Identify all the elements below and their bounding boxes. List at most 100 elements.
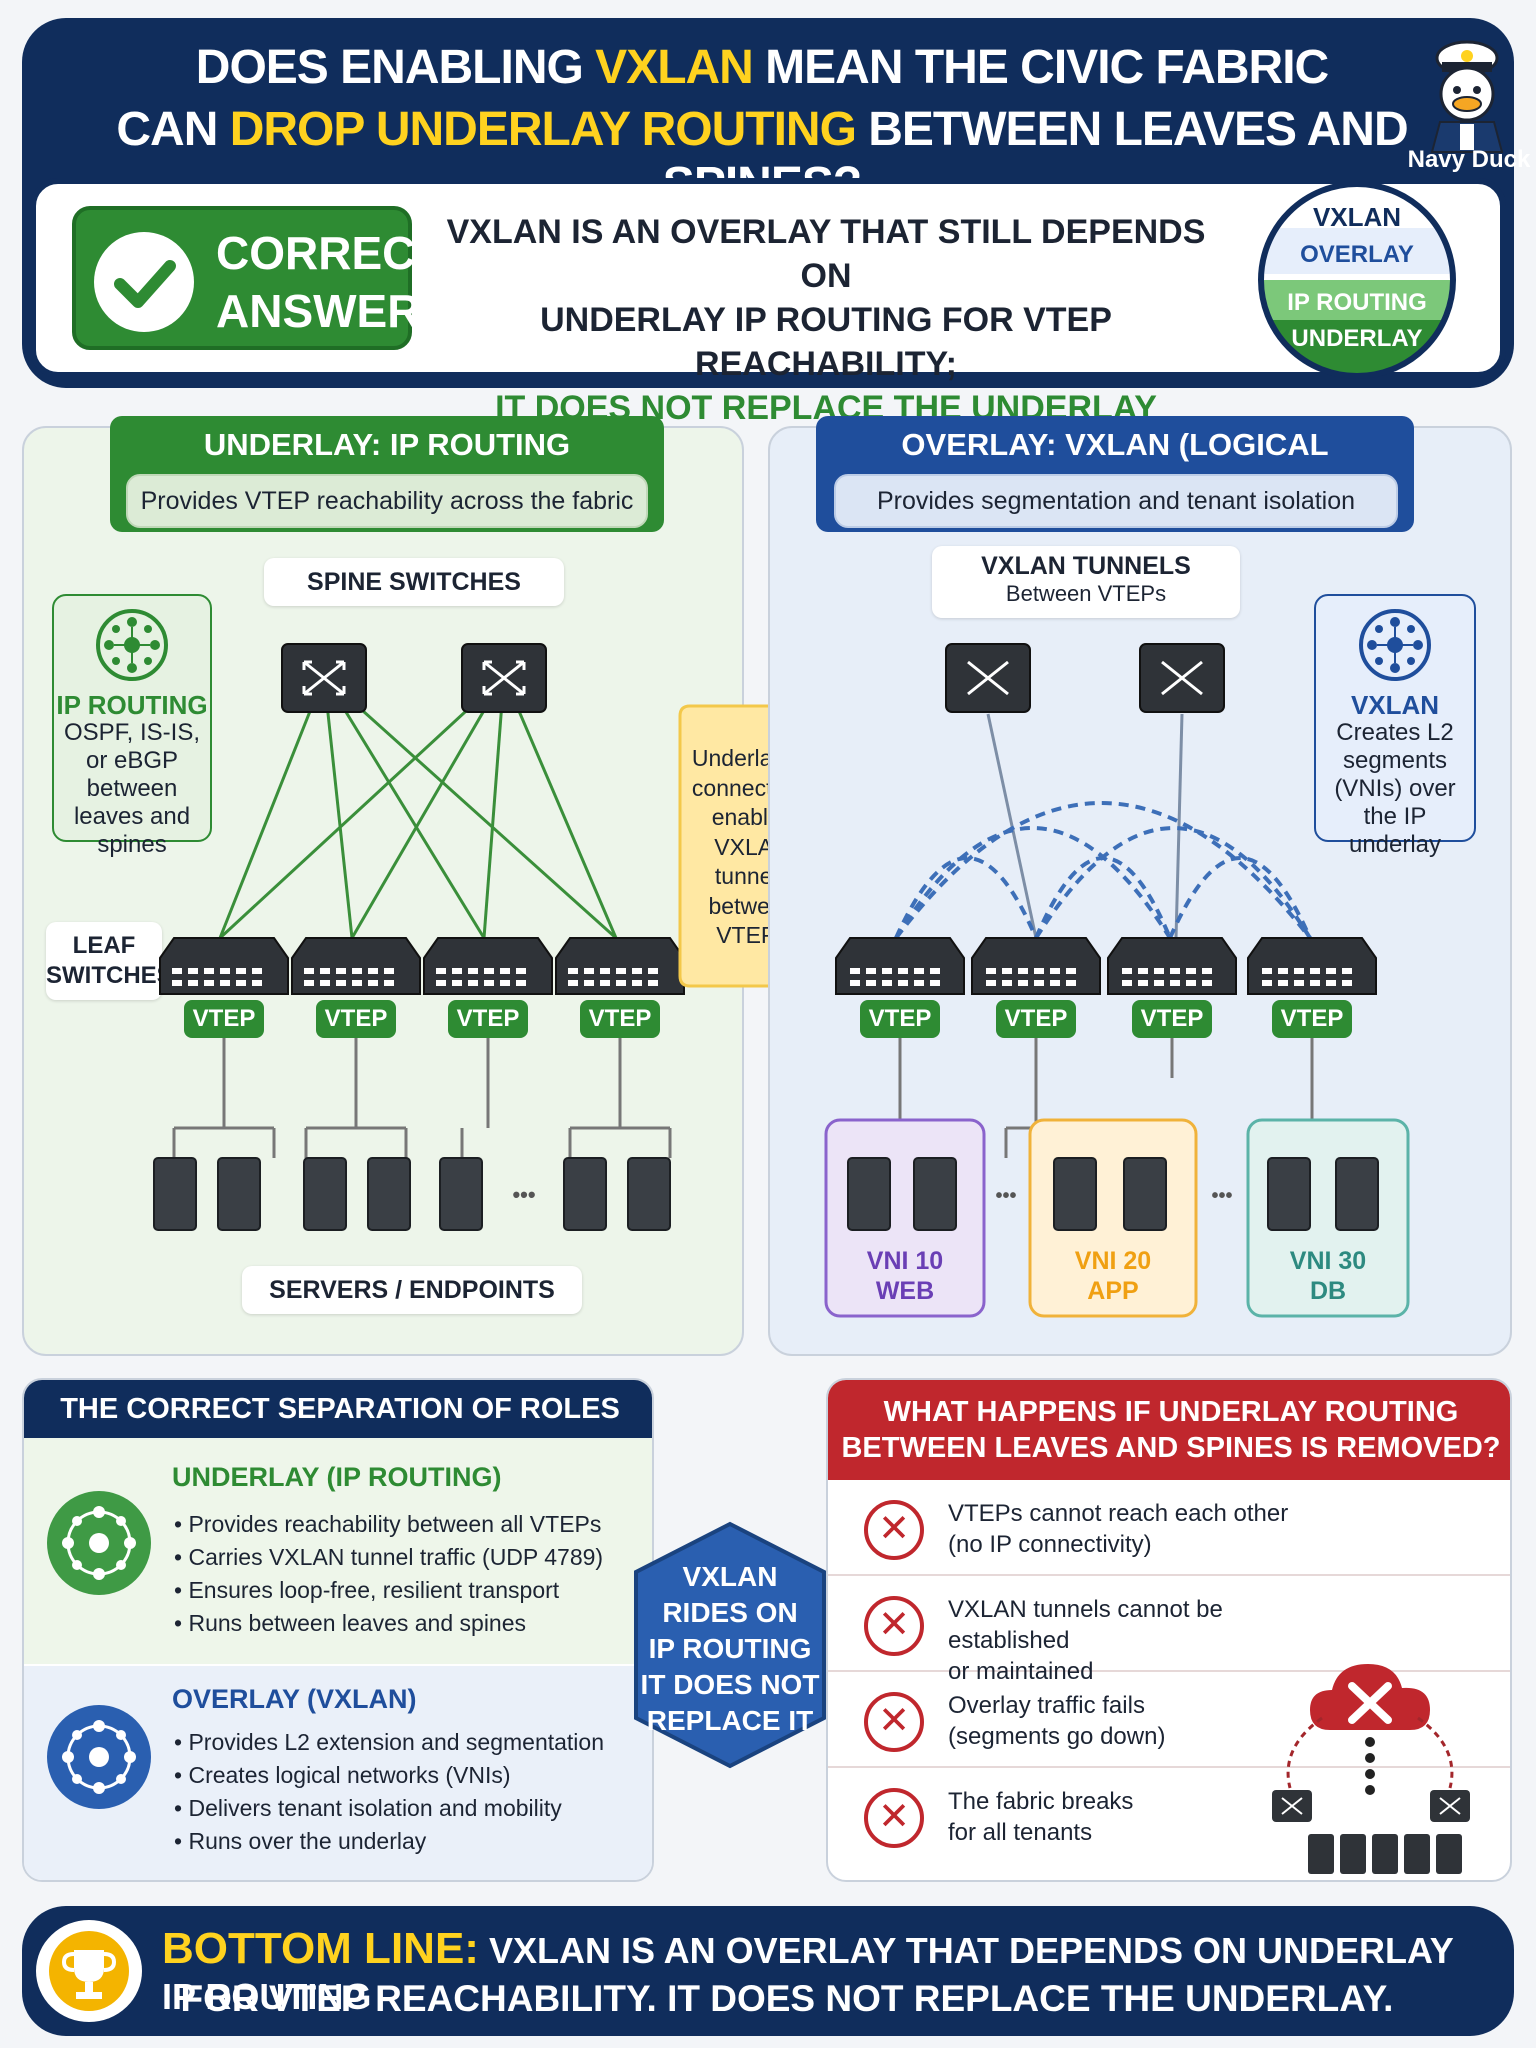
- broken-cloud-icon: [1310, 1664, 1430, 1730]
- bottom-line-text-2: FOR VTEP REACHABILITY. IT DOES NOT REPLA…: [180, 1978, 1394, 2019]
- server-icon: [153, 1157, 197, 1231]
- title-line-1: DOES ENABLING VXLAN MEAN THE CIVIC FABRI…: [195, 41, 1329, 94]
- hex-line: IT DOES NOT: [641, 1669, 820, 1700]
- bottom-line-text-1: BOTTOM LINE: VXLAN IS AN OVERLAY THAT DE…: [162, 1924, 1454, 2017]
- mascot-label: Navy Duck: [1407, 146, 1531, 173]
- leaf-switch-icon: [1247, 937, 1377, 995]
- server-icon: [439, 1157, 483, 1231]
- trophy-icon: [36, 1920, 142, 2022]
- ip-routing-desc-5: spines: [97, 831, 167, 858]
- server-icon: [1053, 1157, 1097, 1231]
- checkmark-icon: [94, 232, 194, 332]
- stack-bottom-2: UNDERLAY: [1291, 325, 1422, 352]
- underlay-role-item: Ensures loop-free, resilient transport: [174, 1574, 634, 1607]
- overlay-role-item: Creates logical networks (VNIs): [174, 1759, 634, 1792]
- ip-routing-icon: [96, 609, 168, 681]
- overlay-network-icon: [47, 1705, 151, 1809]
- ip-routing-desc-1: OSPF, IS-IS,: [63, 719, 201, 746]
- leaf-switch-icon: [835, 937, 965, 995]
- server-icon: [627, 1157, 671, 1231]
- vxlan-box-title: VXLAN: [1350, 690, 1440, 720]
- overlay-role-item: Provides L2 extension and segmentation: [174, 1726, 634, 1759]
- stack-bottom-1: IP ROUTING: [1287, 289, 1427, 316]
- overlay-server-icons: [847, 1157, 1379, 1231]
- hex-line: VXLAN: [683, 1561, 778, 1592]
- navy-duck-mascot-icon: [1430, 40, 1504, 153]
- leaf-switch-icon: [159, 937, 289, 995]
- leaf-switch-icon: [1107, 937, 1237, 995]
- overlay-role-head: OVERLAY (VXLAN): [172, 1684, 417, 1714]
- leaf-switch-icon: [971, 937, 1101, 995]
- underlay-role-head: UNDERLAY (IP ROUTING): [172, 1462, 502, 1492]
- roles-panel: THE CORRECT SEPARATION OF ROLES UNDERLAY…: [22, 1378, 654, 1882]
- servers-endpoints-label: SERVERS / ENDPOINTS: [242, 1266, 582, 1314]
- ip-routing-desc-4: leaves and: [73, 803, 191, 830]
- ip-routing-desc-3: between: [86, 775, 178, 802]
- underlay-network-icon: [47, 1491, 151, 1595]
- overlay-underlay-stack-icon: VXLAN OVERLAY IP ROUTING UNDERLAY: [1258, 184, 1456, 379]
- underlay-role-item: Carries VXLAN tunnel traffic (UDP 4789): [174, 1541, 634, 1574]
- x-error-icon: ✕: [864, 1692, 924, 1752]
- underlay-subtitle: Provides VTEP reachability across the fa…: [126, 474, 648, 528]
- vtep-badge: VTEP: [184, 1000, 264, 1038]
- ip-routing-box: IP ROUTING OSPF, IS-IS, or eBGP between …: [52, 594, 212, 858]
- server-icon: [563, 1157, 607, 1231]
- servers-ellipsis: •••: [512, 1182, 535, 1207]
- spine-switch-icon: [945, 643, 1031, 713]
- vxlan-desc-1: Creates L2: [1336, 719, 1454, 746]
- overlay-leaf-switch-icons: [835, 937, 1377, 995]
- underlay-role-item: Provides reachability between all VTEPs: [174, 1508, 634, 1541]
- broken-switch-icon: [1272, 1790, 1312, 1822]
- overlay-role-item: Runs over the underlay: [174, 1825, 634, 1858]
- leaf-switch-icons: [159, 937, 685, 995]
- hex-line: IP ROUTING: [649, 1633, 812, 1664]
- spine-switch-icons: [281, 643, 547, 713]
- failure-item: ✕ VTEPs cannot reach each other(no IP co…: [828, 1480, 1510, 1576]
- vni-ellipsis: •••: [995, 1185, 1016, 1207]
- overlay-topology: ••• •••: [824, 643, 1410, 1318]
- vtep-badge: VTEP: [1272, 1000, 1352, 1038]
- overlay-spine-switch-icons: [945, 643, 1225, 713]
- broken-fabric-illustration: [1272, 1664, 1470, 1874]
- leaf-switch-icon: [423, 937, 553, 995]
- vtep-badge: VTEP: [580, 1000, 660, 1038]
- vxlan-icon: [1359, 609, 1431, 681]
- stack-top-2: OVERLAY: [1300, 241, 1414, 268]
- vxlan-desc-3: (VNIs) over: [1334, 775, 1456, 802]
- broken-switch-icon: [1430, 1790, 1470, 1822]
- underlay-links: [218, 674, 618, 940]
- server-icon: [1335, 1157, 1379, 1231]
- underlay-panel: UNDERLAY: IP ROUTING (TRANSPORT) Provide…: [22, 416, 744, 1356]
- ip-routing-title: IP ROUTING: [56, 690, 208, 720]
- vni-ellipsis: •••: [1211, 1185, 1232, 1207]
- server-icon: [913, 1157, 957, 1231]
- failure-item: ✕ Overlay traffic fails(segments go down…: [828, 1672, 1510, 1768]
- vxlan-rides-on-routing-hexagon: VXLAN RIDES ON IP ROUTING IT DOES NOT RE…: [634, 1521, 826, 1769]
- vxlan-desc-2: segments: [1342, 747, 1448, 774]
- underlay-topology: •••: [153, 643, 685, 1231]
- vtep-badge: VTEP: [448, 1000, 528, 1038]
- stack-top-1: VXLAN: [1313, 202, 1401, 232]
- x-error-icon: ✕: [864, 1500, 924, 1560]
- vtep-badge: VTEP: [860, 1000, 940, 1038]
- overlay-role-section: OVERLAY (VXLAN) Provides L2 extension an…: [24, 1666, 652, 1880]
- leaf-switch-icon: [291, 937, 421, 995]
- bottom-line-banner: BOTTOM LINE: VXLAN IS AN OVERLAY THAT DE…: [22, 1906, 1514, 2036]
- spine-switches-label: SPINE SWITCHES: [264, 558, 564, 606]
- server-icon: [1123, 1157, 1167, 1231]
- hex-line: RIDES ON: [662, 1597, 797, 1628]
- underlay-role-item: Runs between leaves and spines: [174, 1607, 634, 1640]
- vtep-badge: VTEP: [996, 1000, 1076, 1038]
- broken-server-icons: [1308, 1834, 1462, 1874]
- server-icon: [847, 1157, 891, 1231]
- x-error-icon: ✕: [864, 1596, 924, 1656]
